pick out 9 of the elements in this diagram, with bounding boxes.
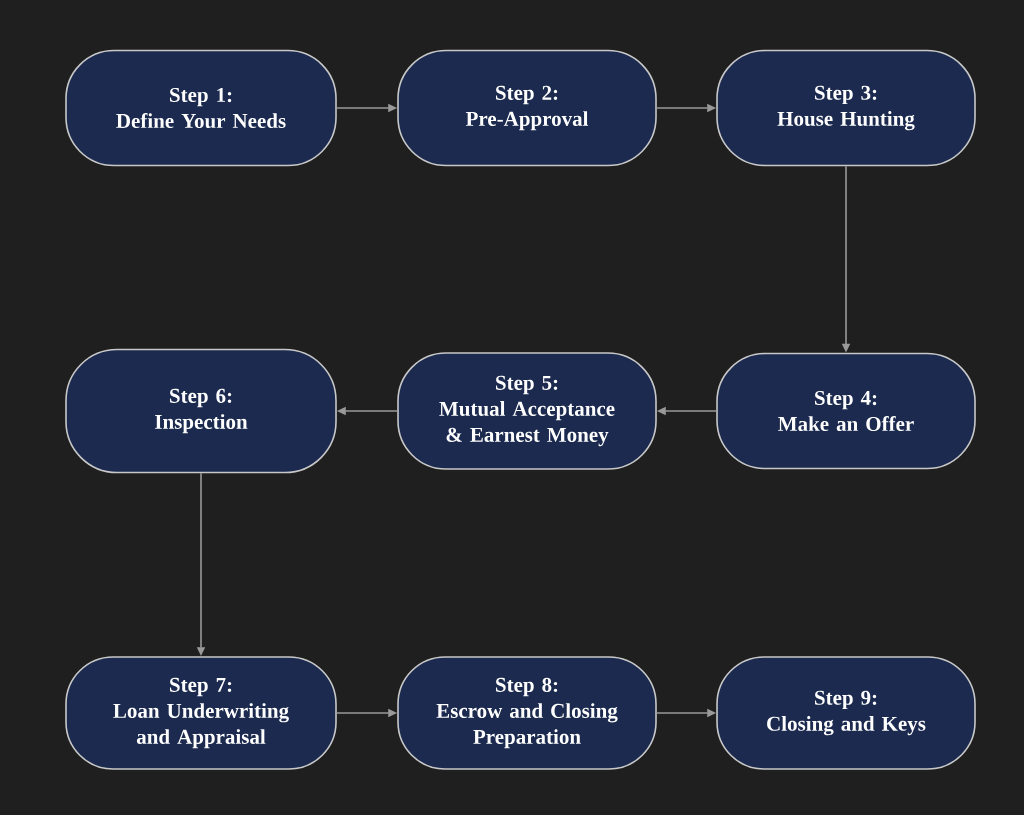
step-box: Step 6: Inspection [65,348,337,474]
step-box: Step 5: Mutual Acceptance & Earnest Money [397,352,657,470]
step-box: Step 4: Make an Offer [716,352,976,470]
step-box: Step 8: Escrow and Closing Preparation [397,656,657,770]
step-box: Step 3: House Hunting [716,49,976,167]
step-box: Step 2: Pre-Approval [397,49,657,167]
step-box: Step 7: Loan Underwriting and Appraisal [65,656,337,770]
step-box: Step 1: Define Your Needs [65,49,337,167]
step-box: Step 9: Closing and Keys [716,656,976,770]
